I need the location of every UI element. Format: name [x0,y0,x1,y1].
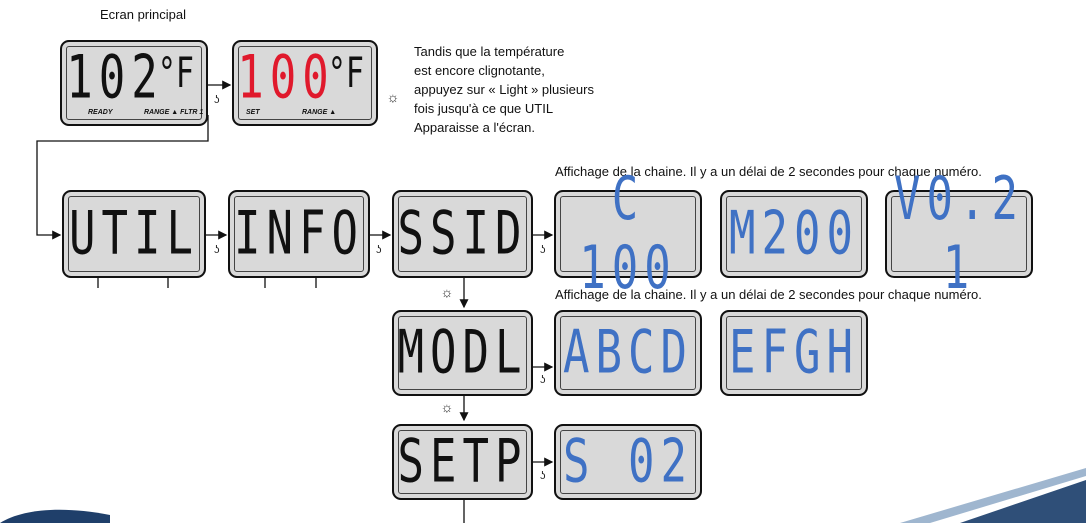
note-line-3: appuyez sur « Light » plusieurs [414,82,594,97]
note-line-5: Apparaisse a l'écran. [414,120,535,135]
display-ssid: SSID [392,190,533,278]
display-abcd-text: ABCD [563,318,693,388]
display-c100: C 100 [554,165,702,303]
display-set-unit: °F [327,49,364,98]
display-c100-text: C 100 [579,165,677,303]
display-v021: V0.2 1 [885,165,1033,303]
display-efgh-text: EFGH [729,318,859,388]
display-setp-text: SETP [397,427,528,497]
caption-modl: Affichage de la chaine. Il y a un délai … [555,287,982,302]
display-util: UTIL [62,190,206,278]
hand-press-icon: ʖ [376,244,382,256]
display-v021-text: V0.2 1 [894,165,1024,303]
instruction-note: Tandis que la température est encore cli… [414,42,594,137]
display-set-value: 100 [237,43,335,113]
display-s02: S 02 [554,424,702,500]
display-s02-text: S 02 [563,427,693,497]
display-set-range: RANGE ▲ [302,109,337,116]
light-sun-icon: ☼ [440,284,454,300]
display-set-status: SET [246,109,260,116]
caption-ssid: Affichage de la chaine. Il y a un délai … [555,164,982,179]
display-main-unit: °F [157,49,194,98]
hand-press-icon: ʖ [214,94,220,106]
display-ssid-text: SSID [397,199,528,269]
main-screen-title: Ecran principal [100,7,186,22]
light-sun-icon: ☼ [386,89,400,105]
display-main: 102 °F READY RANGE ▲ FLTR 1 [60,40,208,126]
display-modl-text: MODL [397,318,528,388]
display-m200-text: M200 [729,199,859,269]
display-abcd: ABCD [554,310,702,396]
display-util-text: UTIL [69,199,199,269]
light-sun-icon: ☼ [440,399,454,415]
display-info-text: INFO [234,199,364,269]
note-line-4: fois jusqu'à ce que UTIL [414,101,554,116]
hand-press-icon: ʖ [540,374,546,386]
note-line-2: est encore clignotante, [414,63,545,78]
display-main-range: RANGE ▲ FLTR 1 [144,109,204,116]
display-set: 100 °F SET RANGE ▲ [232,40,378,126]
hand-press-icon: ʖ [540,244,546,256]
hand-press-icon: ʖ [540,470,546,482]
display-main-value: 102 [66,43,164,113]
display-modl: MODL [392,310,533,396]
hand-press-icon: ʖ [214,244,220,256]
display-m200: M200 [720,190,868,278]
display-info: INFO [228,190,370,278]
note-line-1: Tandis que la température [414,44,565,59]
display-main-status: READY [88,109,113,116]
display-efgh: EFGH [720,310,868,396]
display-setp: SETP [392,424,533,500]
